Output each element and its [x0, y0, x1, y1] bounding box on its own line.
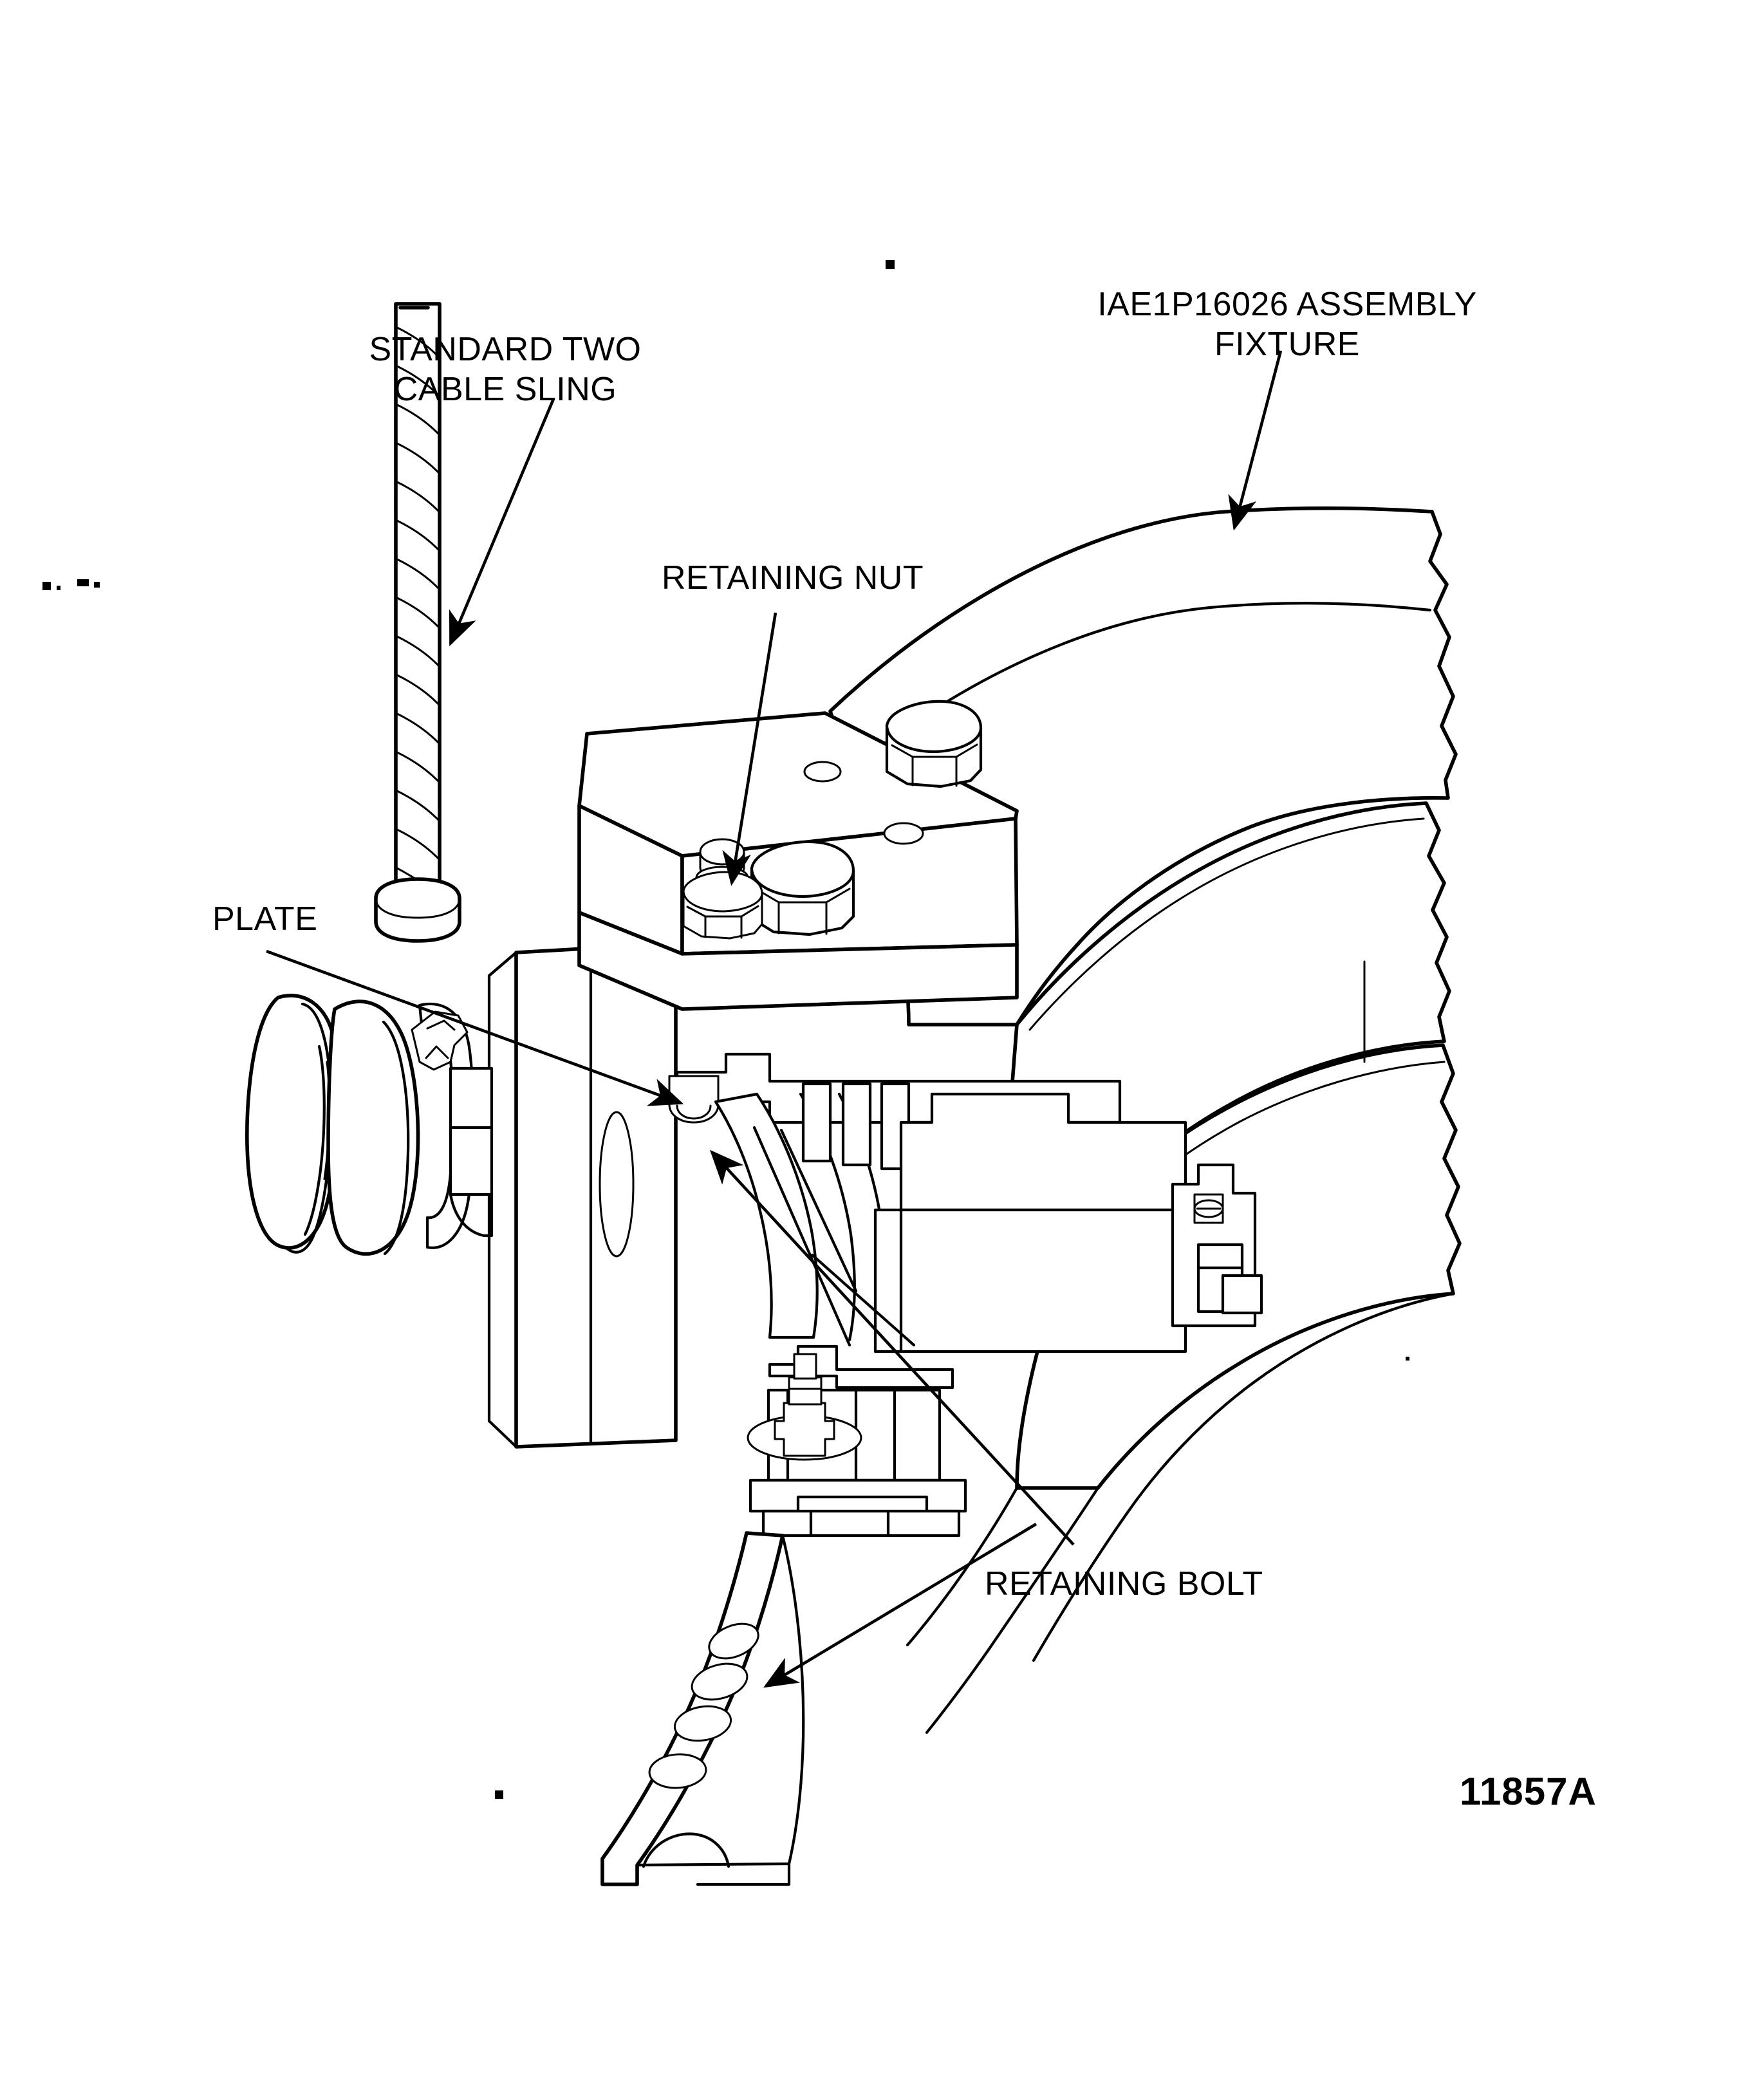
callout-retaining-nut: RETAINING NUT	[662, 559, 924, 597]
fixture-hole-lower	[883, 822, 924, 845]
callout-labels: STANDARD TWO CABLE SLING IAE1P16026 ASSE…	[212, 286, 1477, 1603]
callout-cable-sling-line1: STANDARD TWO	[369, 331, 642, 368]
flange-hole-4	[648, 1753, 707, 1789]
retaining-bolt-upper	[668, 1075, 720, 1124]
fixture-top-block	[577, 700, 1019, 1011]
hex-bolt-large-front	[750, 840, 855, 936]
sheave-pulley-assembly	[245, 994, 494, 1256]
right-detail-block	[1171, 1163, 1263, 1328]
scan-artifacts	[42, 260, 1409, 1799]
fixture-hole-upper	[803, 761, 842, 783]
leader-cable-sling	[449, 398, 555, 647]
callout-retaining-bolt: RETAINING BOLT	[985, 1565, 1263, 1603]
leader-assembly-fixture	[1228, 350, 1283, 531]
cable-ferrule	[374, 877, 461, 943]
section-detail-assembly	[668, 1052, 1263, 1538]
flange-hole-2	[691, 1662, 748, 1701]
leader-retaining-nut	[722, 612, 777, 886]
callout-assembly-fixture-line1: IAE1P16026 ASSEMBLY	[1097, 286, 1477, 323]
leader-lines	[266, 350, 1283, 1688]
flange-hole-1	[708, 1622, 759, 1660]
lower-flange	[600, 1531, 805, 1886]
callout-plate: PLATE	[212, 900, 317, 938]
retaining-bolt-lower	[747, 1353, 862, 1461]
leader-retaining-bolt-lower	[763, 1523, 1037, 1688]
figure-number-label: 11857A	[1460, 1770, 1597, 1813]
callout-assembly-fixture-line2: FIXTURE	[1214, 326, 1360, 363]
standard-two-cable-sling-part	[374, 302, 461, 943]
leader-retaining-bolt-upper	[709, 1149, 1075, 1546]
leader-plate	[266, 949, 684, 1106]
hex-bolt-large-rear	[885, 700, 983, 788]
plate-part	[487, 942, 678, 1449]
callout-cable-sling-line2: CABLE SLING	[394, 371, 617, 408]
flange-hole-3	[673, 1705, 732, 1742]
